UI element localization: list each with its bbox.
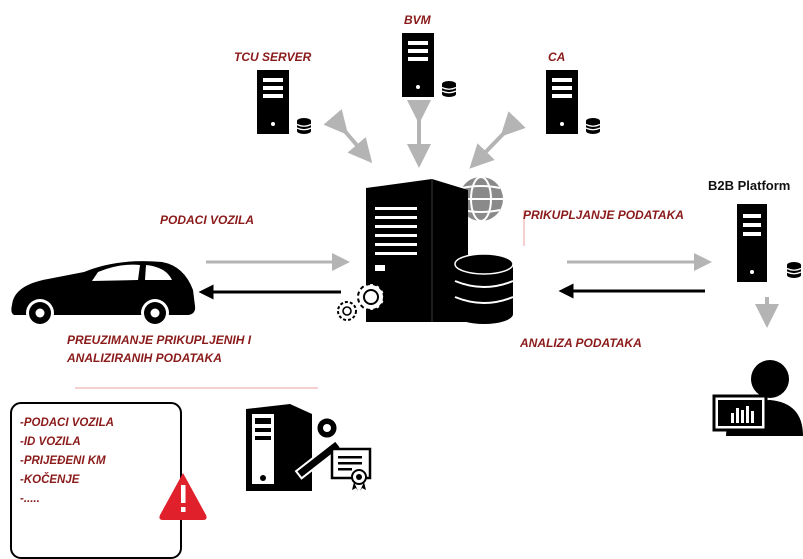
retrieval-label-line1: PREUZIMANJE PRIKUPLJENIH I: [67, 333, 252, 347]
data-collection-label: PRIKUPLJANJE PODATAKA: [523, 208, 684, 222]
data-box-list: -PODACI VOZILA -ID VOZILA -PRIJEĐENI KM …: [20, 414, 114, 509]
tcu-link-arrow: [323, 109, 373, 164]
tcu-server-icon: [257, 70, 312, 135]
certificate-icon: [330, 447, 372, 491]
warning-icon: [159, 473, 207, 520]
ca-server-icon: [546, 70, 601, 135]
data-box-item: -ID VOZILA: [20, 436, 81, 448]
b2b-platform-label: B2B Platform: [708, 178, 791, 193]
tcu-server-label: TCU SERVER: [234, 50, 312, 64]
data-box-item: -PRIJEĐENI KM: [20, 455, 106, 467]
central-server-icon: [366, 176, 503, 322]
gears-icon: [337, 283, 385, 321]
ca-link-arrow: [469, 111, 526, 169]
ca-label: CA: [548, 50, 566, 64]
data-box-item: -PODACI VOZILA: [20, 417, 114, 429]
bvm-label: BVM: [404, 13, 431, 27]
data-box-item: -KOČENJE: [20, 474, 80, 486]
vehicle-data-label: PODACI VOZILA: [160, 213, 255, 227]
user-monitor-icon: [712, 360, 803, 436]
key-server-icon: [246, 404, 343, 491]
data-box-item: -.....: [20, 493, 40, 505]
bvm-server-icon: [402, 33, 457, 98]
retrieval-label-line2: ANALIZIRANIH PODATAKA: [67, 351, 222, 365]
car-icon: [11, 261, 196, 327]
data-analysis-label: ANALIZA PODATAKA: [520, 336, 642, 350]
globe-icon: [459, 176, 503, 222]
b2b-server-icon: [737, 204, 802, 282]
database-icon: [454, 253, 514, 324]
